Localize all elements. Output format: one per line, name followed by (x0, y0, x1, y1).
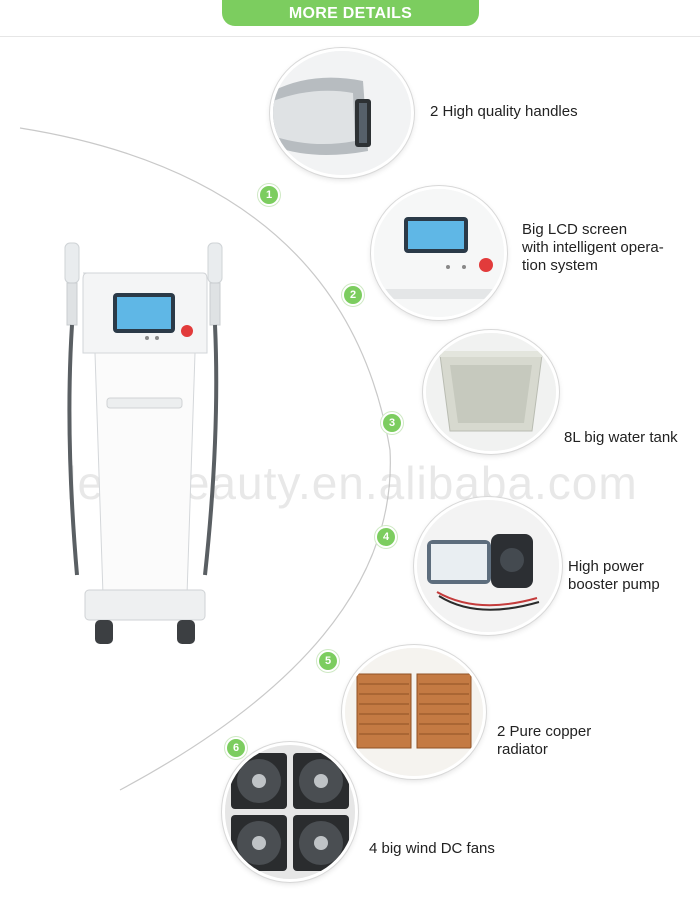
feature-label-line: 4 big wind DC fans (369, 840, 495, 857)
feature-label-line: High power (568, 558, 644, 575)
booster-pump-icon (414, 497, 562, 635)
feature-label-line: 2 High quality handles (430, 103, 578, 120)
feature-label-2: Big LCD screen with intelligent opera- t… (522, 221, 664, 275)
feature-label-line: Big LCD screen (522, 221, 628, 238)
feature-label-line: radiator (497, 741, 548, 758)
feature-label-line: 2 Pure copper (497, 723, 592, 740)
dc-fan-icon (222, 742, 358, 882)
water-tank-icon (423, 330, 559, 454)
feature-label-line: with intelligent opera- (522, 239, 664, 256)
feature-label-line: booster pump (568, 576, 660, 593)
step-marker-5: 5 (317, 650, 339, 672)
more-details-header: MORE DETAILS (222, 0, 479, 26)
step-marker-6: 6 (225, 737, 247, 759)
feature-label-3: 8L big water tank (564, 429, 678, 447)
feature-label-6: 4 big wind DC fans (369, 840, 495, 858)
top-bar: MORE DETAILS (0, 0, 700, 37)
step-marker-2: 2 (342, 284, 364, 306)
step-marker-1: 1 (258, 184, 280, 206)
feature-label-line: 8L big water tank (564, 429, 678, 446)
feature-label-1: 2 High quality handles (430, 103, 578, 121)
feature-label-4: High power booster pump (568, 558, 660, 594)
feature-label-line: tion system (522, 257, 598, 274)
lcd-screen-icon (371, 186, 507, 320)
machine-illustration (64, 242, 223, 644)
step-marker-4: 4 (375, 526, 397, 548)
feature-label-5: 2 Pure copper radiator (497, 723, 591, 759)
handle-icon (270, 48, 414, 178)
copper-radiator-icon (342, 645, 486, 779)
step-marker-3: 3 (381, 412, 403, 434)
